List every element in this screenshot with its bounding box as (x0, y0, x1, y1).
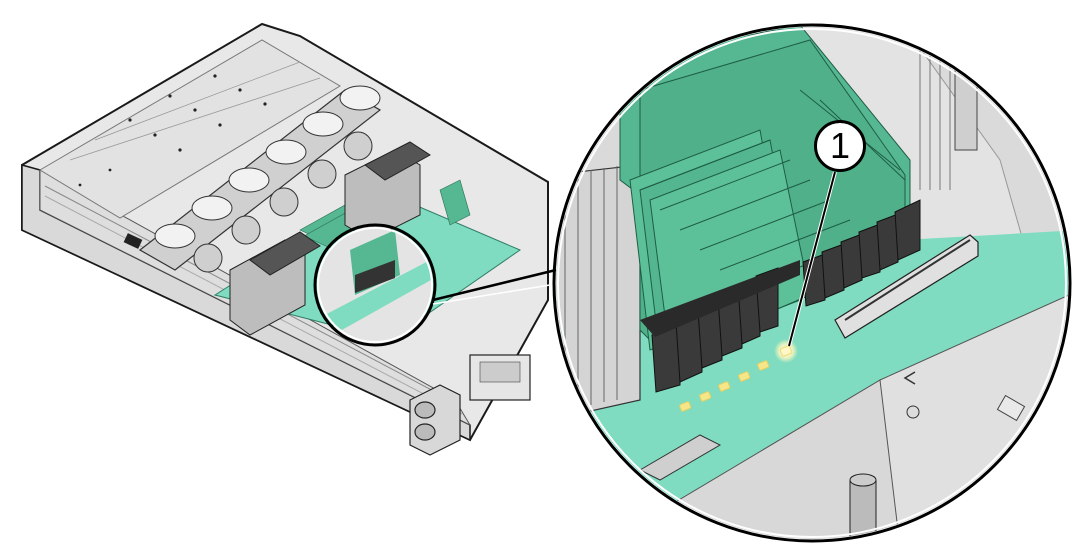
dimm-fault-led-3 (718, 381, 731, 392)
left-heatsink (556, 164, 641, 421)
server-chassis (21, 22, 549, 456)
dimm-bank-right (439, 179, 471, 226)
small-magnifier-ring (313, 223, 437, 347)
cpu-heatsinks (229, 141, 431, 336)
front-vent (123, 233, 143, 249)
dimm-fault-led-4 (738, 371, 751, 382)
dimm-slot-latches-rear (802, 199, 921, 307)
dimm-fault-led-lit (779, 345, 793, 357)
callout-badge-1: 1 (814, 120, 866, 172)
callout-number: 1 (829, 125, 851, 166)
pcie-connector (834, 234, 979, 339)
dimm-fault-led-1 (679, 401, 692, 412)
large-magnifier-ring (552, 23, 1072, 543)
fan-modules (154, 85, 381, 273)
standoff-screw (954, 59, 978, 151)
dimm-fault-led-5 (757, 360, 770, 371)
dimm-fault-leds (679, 339, 798, 412)
small-magnifier-content (317, 227, 433, 343)
power-supplies (409, 354, 531, 456)
dimm-fault-led-2 (699, 391, 712, 402)
magnifier-connector-top (432, 268, 557, 302)
